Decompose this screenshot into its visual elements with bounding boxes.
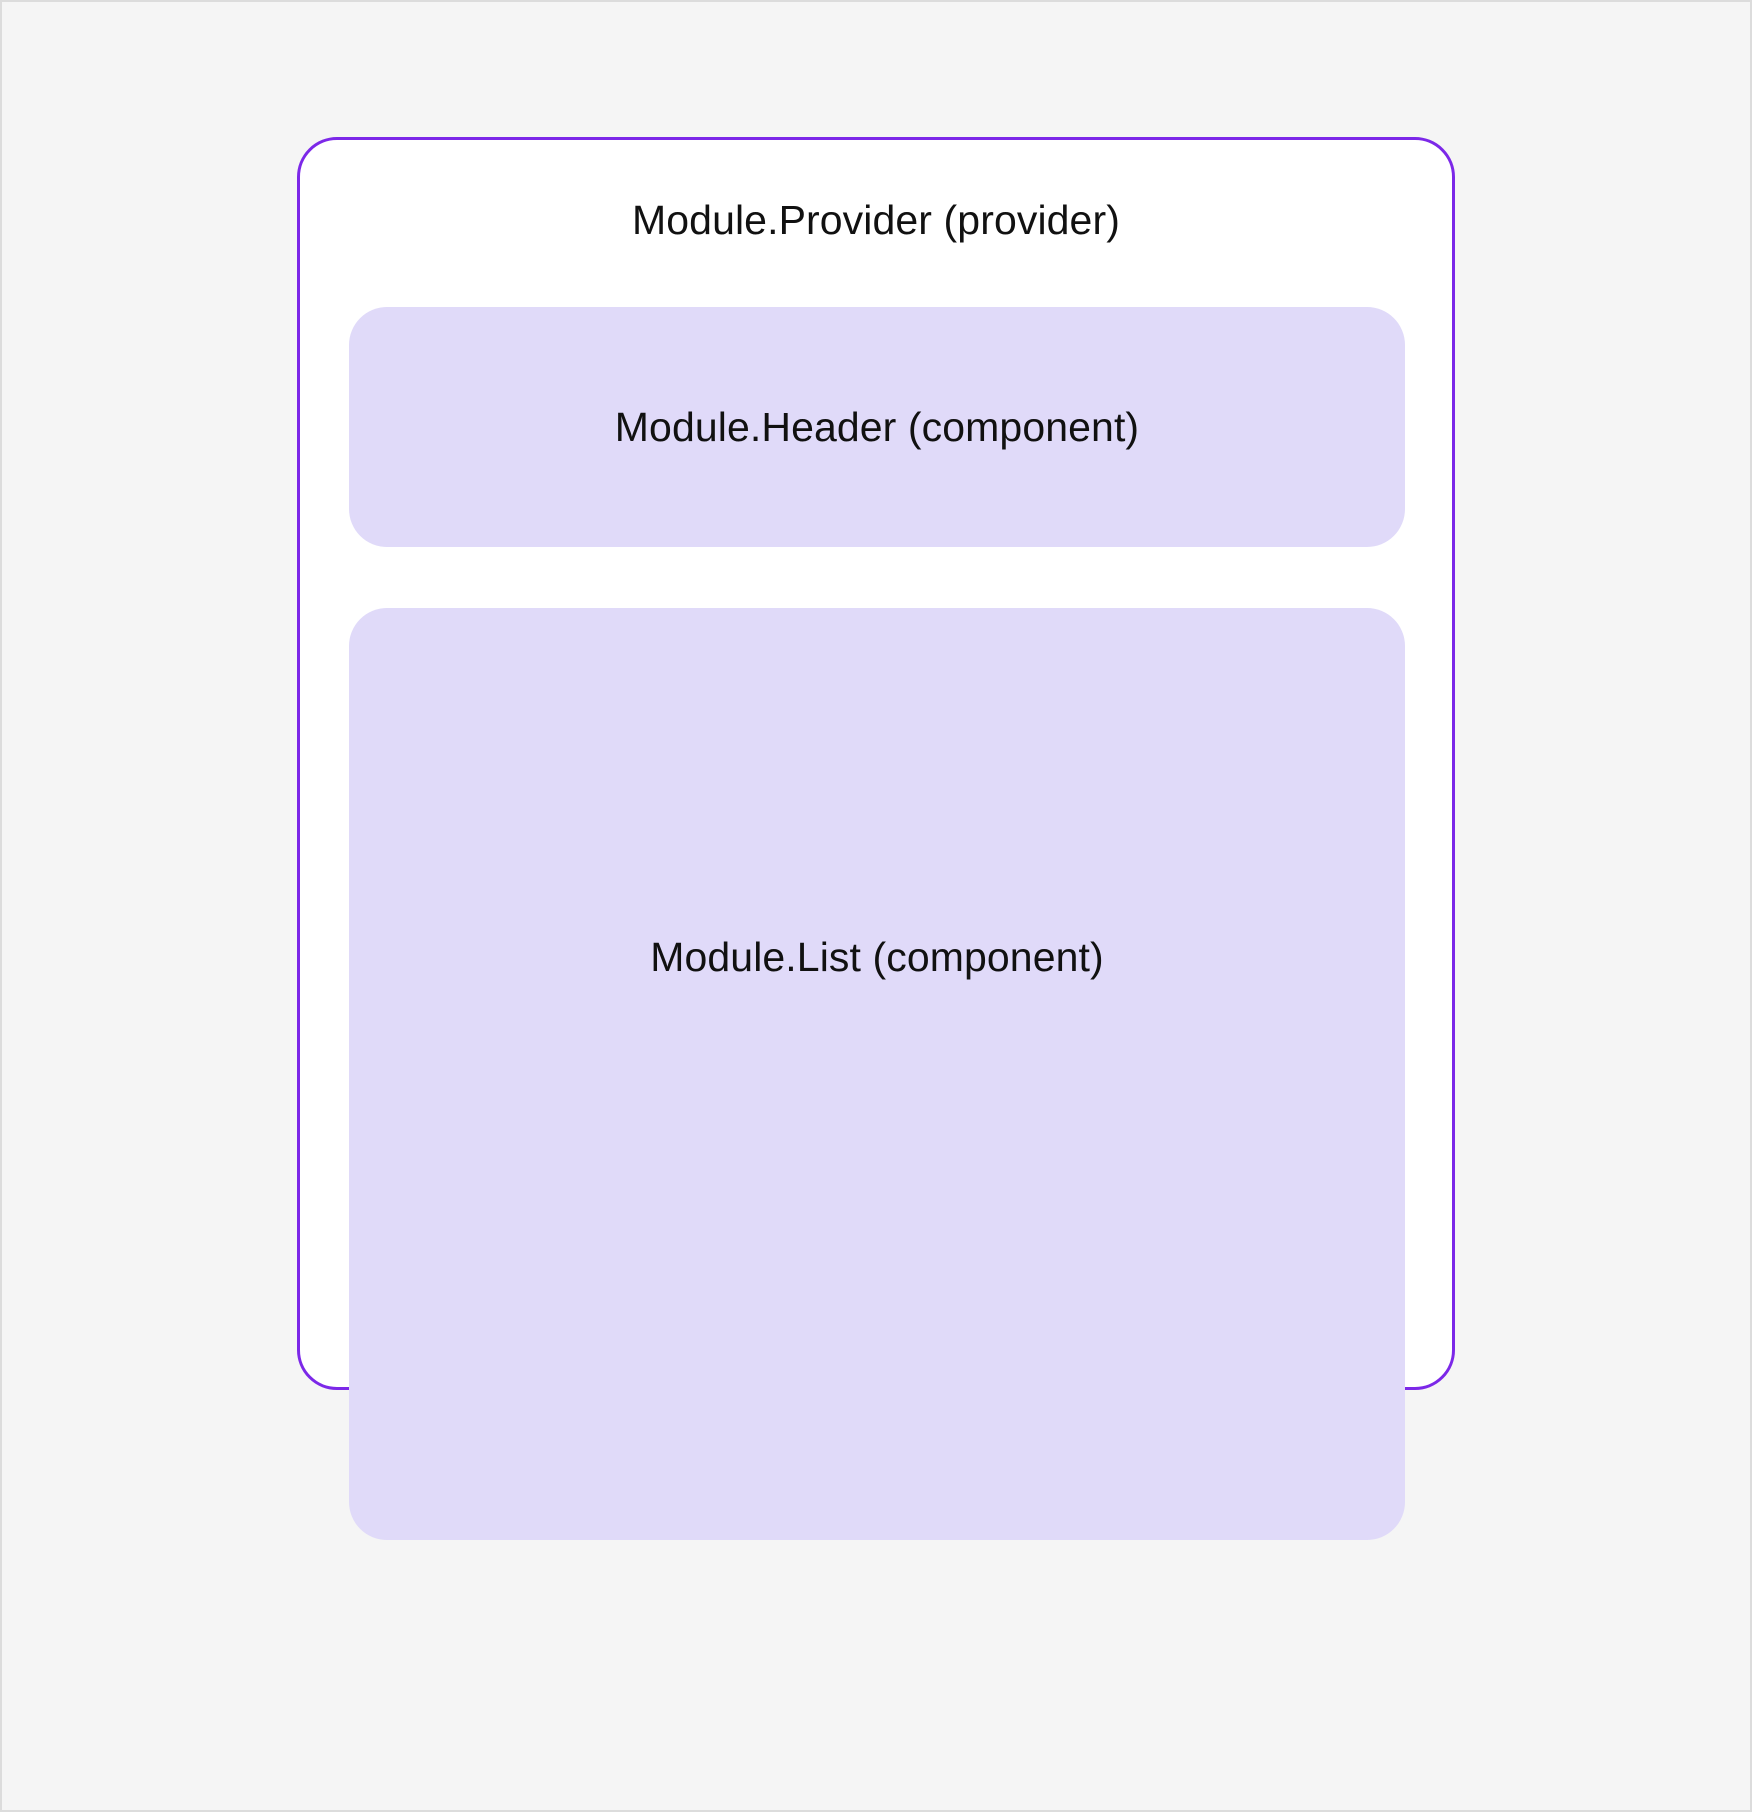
provider-card[interactable]: Module.Provider (provider) Module.Header… <box>297 137 1455 1540</box>
component-label-module-header: Module.Header (component) <box>614 404 1140 450</box>
provider-title-label: Module.Provider (provider) <box>632 197 1120 243</box>
component-block-module-list[interactable]: Module.List (component) <box>349 608 1405 1540</box>
component-block-module-header[interactable]: Module.Header (component) <box>349 307 1405 547</box>
component-label-module-list: Module.List (component) <box>650 934 1104 980</box>
